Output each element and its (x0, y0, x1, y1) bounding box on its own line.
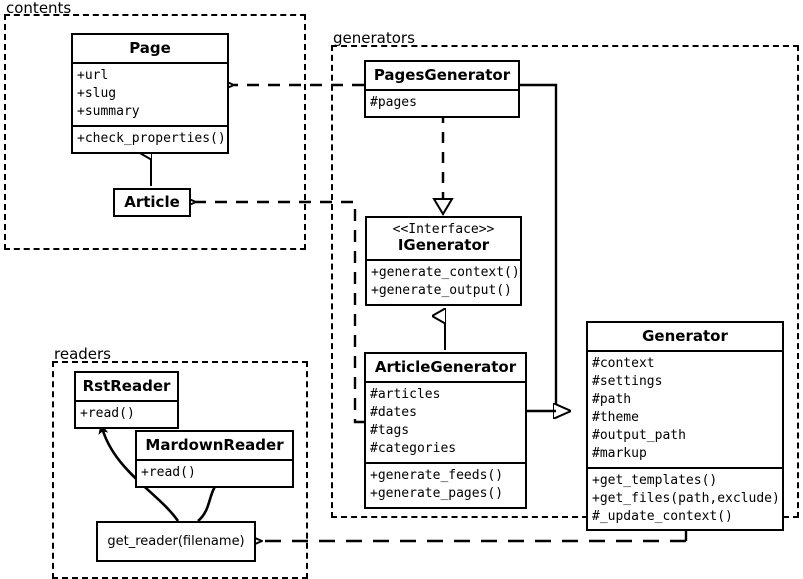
class-generator-title: Generator (588, 323, 782, 352)
class-igenerator-methods: +generate_context() +generate_output() (367, 261, 520, 304)
class-articlegenerator-attributes: #articles #dates #tags #categories (366, 383, 525, 464)
method-row: +generate_feeds() (370, 467, 504, 483)
package-contents-label: contents (6, 0, 72, 17)
class-igenerator-stereotype: <<Interface>> (392, 222, 495, 237)
package-contents (4, 14, 306, 250)
class-generator-methods: +get_templates() +get_files(path,exclude… (588, 469, 782, 530)
attribute-row: #tags (370, 422, 410, 438)
class-page[interactable]: Page +url +slug +summary +check_properti… (71, 33, 229, 154)
attribute-row: #context (592, 356, 655, 371)
method-row: +get_files(path,exclude) (592, 490, 780, 506)
attribute-row: #dates (370, 404, 417, 420)
node-get-reader[interactable]: get_reader(filename) (96, 521, 256, 562)
method-row: +generate_context() (371, 265, 520, 280)
class-articlegenerator-methods: +generate_feeds() +generate_pages() (366, 464, 525, 507)
attribute-row: #theme (592, 409, 639, 425)
method-row: +read() (141, 465, 196, 480)
class-rstreader[interactable]: RstReader +read() (74, 371, 179, 429)
class-mardownreader-methods: +read() (137, 461, 292, 486)
method-row: +check_properties() (77, 130, 226, 146)
method-row: #_update_context() (592, 508, 733, 524)
class-mardownreader-title: MardownReader (137, 432, 292, 461)
attribute-row: #output_path (592, 427, 686, 443)
method-row: +generate_output() (371, 282, 512, 298)
class-articlegenerator[interactable]: ArticleGenerator #articles #dates #tags … (364, 352, 527, 509)
attribute-row: #pages (370, 95, 417, 110)
class-articlegenerator-title: ArticleGenerator (366, 354, 525, 383)
class-mardownreader[interactable]: MardownReader +read() (135, 430, 294, 488)
class-page-methods: +check_properties() (73, 127, 227, 152)
class-rstreader-title: RstReader (76, 373, 177, 402)
attribute-row: #articles (370, 387, 441, 402)
method-row: +read() (80, 406, 135, 421)
attribute-row: #categories (370, 440, 457, 456)
class-igenerator[interactable]: <<Interface>> IGenerator +generate_conte… (365, 216, 522, 306)
class-igenerator-title: <<Interface>> IGenerator (367, 218, 520, 261)
attribute-row: #settings (592, 373, 663, 389)
class-article-title: Article (124, 193, 180, 211)
class-generator[interactable]: Generator #context #settings #path #them… (586, 321, 784, 532)
package-readers-label: readers (54, 345, 111, 363)
attribute-row: +slug (77, 85, 117, 101)
class-pagesgenerator-title: PagesGenerator (366, 62, 518, 91)
attribute-row: +summary (77, 103, 140, 119)
class-page-title: Page (73, 35, 227, 64)
attribute-row: #path (592, 391, 632, 407)
class-generator-attributes: #context #settings #path #theme #output_… (588, 352, 782, 469)
package-generators-label: generators (333, 29, 415, 47)
class-article[interactable]: Article (113, 188, 191, 217)
class-page-attributes: +url +slug +summary (73, 64, 227, 127)
class-pagesgenerator-attributes: #pages (366, 91, 518, 116)
attribute-row: #markup (592, 445, 647, 461)
class-pagesgenerator[interactable]: PagesGenerator #pages (364, 60, 520, 118)
package-readers (52, 361, 308, 579)
attribute-row: +url (77, 68, 109, 83)
method-row: +generate_pages() (370, 485, 504, 501)
class-rstreader-methods: +read() (76, 402, 177, 427)
method-row: +get_templates() (592, 472, 718, 488)
class-igenerator-name: IGenerator (397, 236, 490, 254)
package-generators (331, 45, 799, 518)
